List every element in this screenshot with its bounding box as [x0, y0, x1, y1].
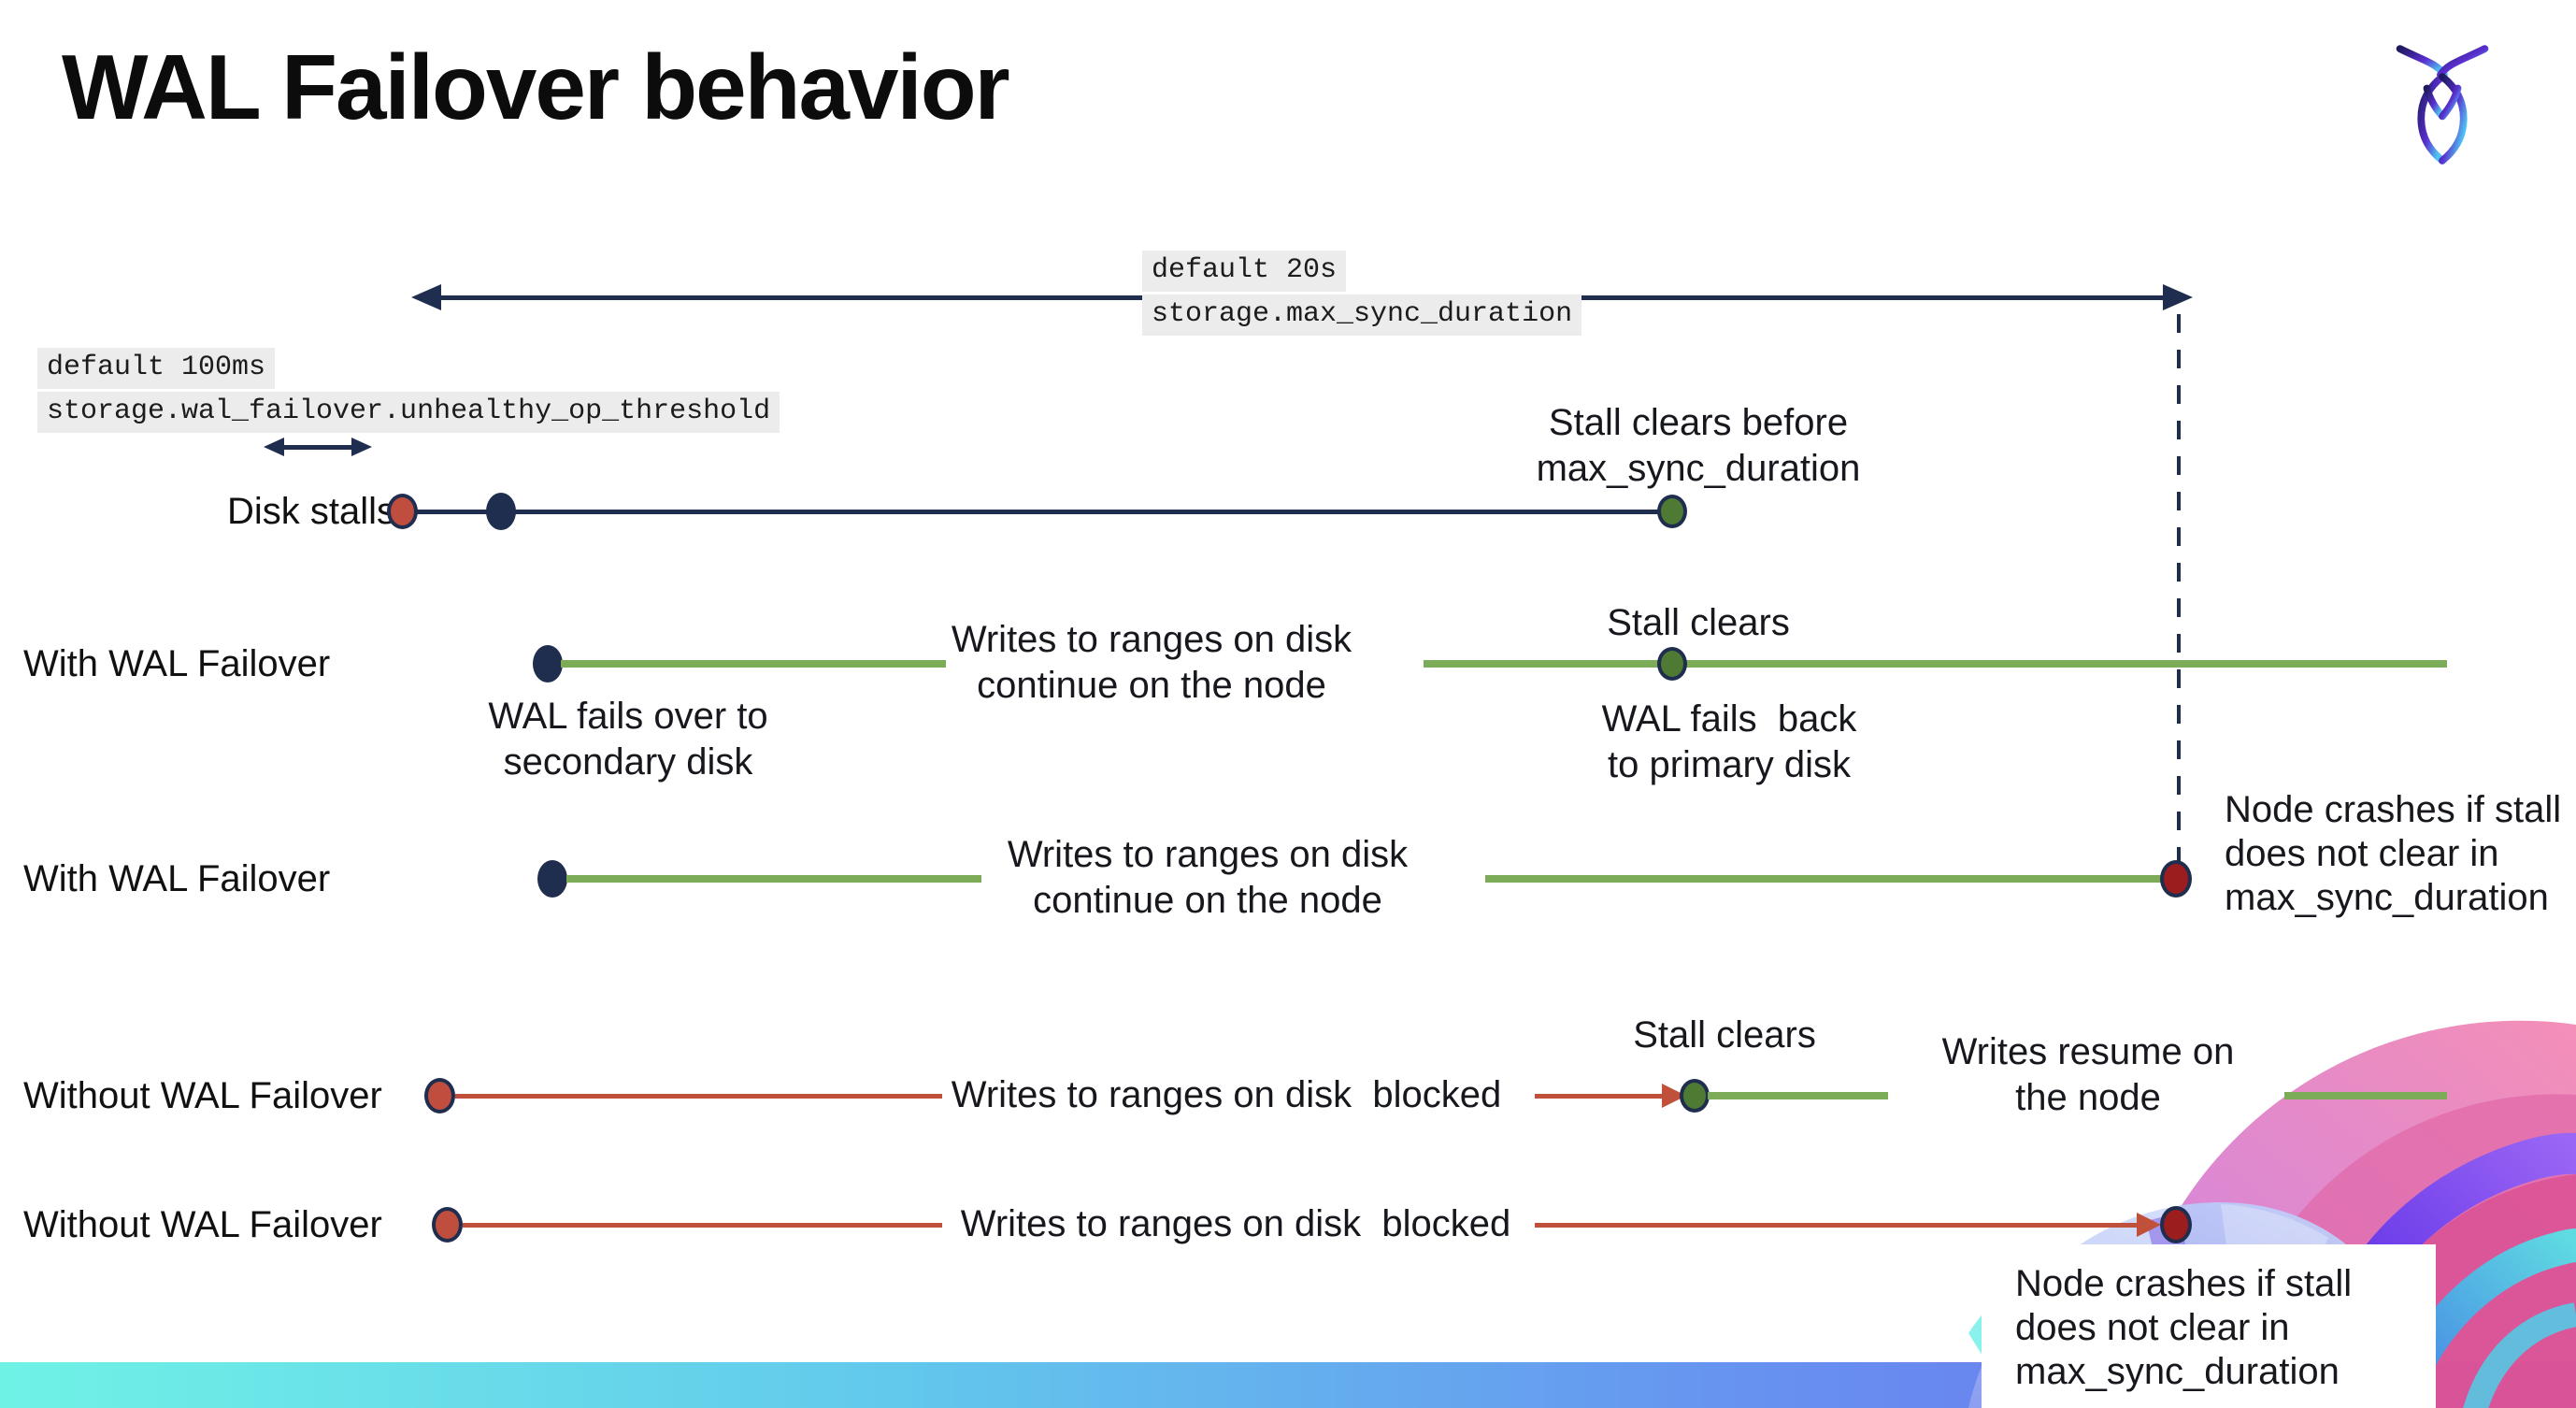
- stall-clears-note: Stall clears: [1633, 1014, 1816, 1056]
- failover-note: WAL fails over to secondary disk: [488, 696, 768, 783]
- max-sync-setting-name: storage.max_sync_duration: [1142, 295, 1582, 336]
- disk-stall-timeline: [403, 510, 1672, 514]
- row-label-disk-stalls: Disk stalls: [227, 491, 396, 532]
- crash-note-card: Node crashes if stall does not clear in …: [1982, 1244, 2436, 1408]
- failover-dot: [537, 860, 567, 898]
- failback-note: WAL fails back to primary disk: [1601, 698, 1857, 785]
- writes-blocked-line: [455, 1094, 942, 1099]
- row-label-without-wal-failover-2: Without WAL Failover: [23, 1204, 382, 1245]
- stall-clears-before-note: Stall clears before max_sync_duration: [1536, 402, 1861, 489]
- writes-continue-line: [561, 660, 946, 668]
- stall-start-dot: [387, 494, 418, 529]
- max-sync-deadline-dashed-line: [2177, 314, 2181, 862]
- max-sync-default-label: default 20s: [1142, 251, 1347, 292]
- stall-clear-dot: [1657, 647, 1687, 681]
- writes-resume-note: Writes resume on the node: [1941, 1031, 2235, 1118]
- max-sync-duration-callout: default 20s storage.max_sync_duration: [1142, 251, 1582, 336]
- writes-blocked-line: [463, 1223, 942, 1228]
- arrowhead-left-icon: [411, 284, 441, 310]
- writes-resume-line: [1708, 1092, 1888, 1099]
- writes-continue-line: [566, 875, 981, 883]
- writes-continue-line: [1424, 660, 2447, 668]
- writes-continue-note: Writes to ranges on disk continue on the…: [1007, 834, 1409, 921]
- unhealthy-op-threshold-callout: default 100ms storage.wal_failover.unhea…: [37, 348, 780, 433]
- arrowhead-right-icon: [2137, 1213, 2161, 1237]
- stall-clear-dot: [1657, 495, 1687, 528]
- arrowhead-left-icon: [264, 438, 284, 456]
- writes-resume-line: [2284, 1092, 2447, 1099]
- cockroachdb-logo-icon: [2396, 45, 2489, 165]
- stall-clears-note: Stall clears: [1607, 602, 1790, 643]
- node-crash-dot: [2160, 860, 2192, 898]
- stall-start-dot: [424, 1078, 455, 1113]
- node-crash-note: Node crashes if stall does not clear in …: [2015, 1263, 2353, 1392]
- writes-continue-note: Writes to ranges on disk continue on the…: [951, 619, 1352, 706]
- page-title: WAL Failover behavior: [62, 36, 1010, 138]
- stall-clear-dot: [1680, 1079, 1710, 1113]
- writes-blocked-line: [1535, 1094, 1664, 1099]
- arrowhead-right-icon: [351, 438, 372, 456]
- row-label-without-wal-failover-1: Without WAL Failover: [23, 1075, 382, 1116]
- stall-start-dot: [432, 1207, 463, 1243]
- writes-blocked-note: Writes to ranges on disk blocked: [960, 1203, 1511, 1244]
- node-crash-note: Node crashes if stall does not clear in …: [2225, 789, 2562, 918]
- arrowhead-right-icon: [2163, 284, 2193, 310]
- writes-continue-line: [1485, 875, 2161, 883]
- writes-blocked-note: Writes to ranges on disk blocked: [951, 1074, 1502, 1115]
- unhealthy-op-default-label: default 100ms: [37, 348, 276, 389]
- unhealthy-op-setting-name: storage.wal_failover.unhealthy_op_thresh…: [37, 392, 780, 433]
- writes-blocked-line: [1535, 1223, 2140, 1228]
- threshold-dot: [486, 493, 516, 530]
- failover-dot: [533, 645, 563, 682]
- row-label-with-wal-failover-1: With WAL Failover: [23, 643, 331, 684]
- threshold-span-line: [280, 445, 353, 450]
- row-label-with-wal-failover-2: With WAL Failover: [23, 858, 331, 899]
- node-crash-dot: [2160, 1206, 2192, 1243]
